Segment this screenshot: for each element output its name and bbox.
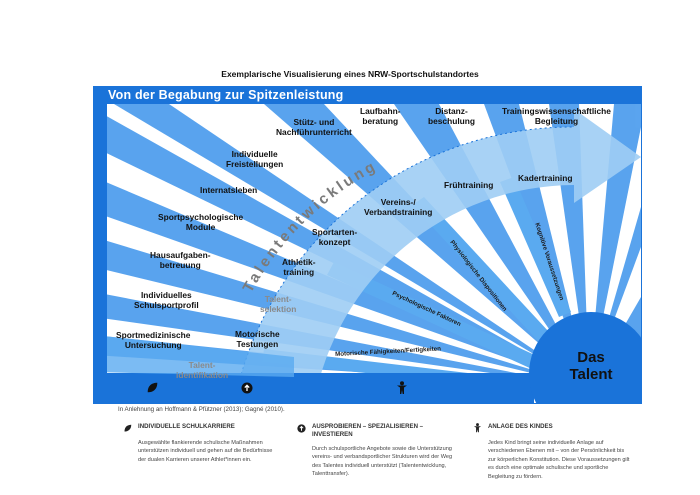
diagram-header: Von der Begabung zur Spitzenleistung: [94, 87, 641, 104]
arrow-edge: [233, 126, 575, 403]
stage-talentselektion: Talent- selektion: [260, 294, 297, 314]
legend-column-3: ANLAGE DES KINDES Jedes Kind bringt sein…: [472, 423, 630, 481]
diagram-panel: Talententwicklung Von der Begabung zur S…: [93, 86, 642, 404]
stage-sportartenkonzept: Sportarten- konzept: [312, 227, 358, 247]
talent-text: Das Talent: [569, 349, 613, 383]
labelled-rays: [262, 177, 571, 392]
leaf-icon: [122, 423, 132, 433]
label-stuetz: Stütz- und Nachführunterricht: [276, 117, 352, 137]
legend-title-1: INDIVIDUELLE SCHULKARRIERE: [138, 423, 235, 430]
diagram-graphic: Talententwicklung: [94, 104, 641, 403]
label-distanz: Distanz- beschulung: [428, 106, 475, 126]
legend-text-2: Durch schulsportliche Angebote sowie die…: [312, 446, 453, 478]
legend-text-1: Ausgewählte flankierende schulische Maßn…: [138, 440, 273, 463]
legend-title-2: AUSPROBIEREN – SPEZIALISIEREN – INVESTIE…: [312, 423, 424, 438]
legend-text-3: Jedes Kind bringt seine individuelle Anl…: [488, 440, 630, 480]
label-sportpsych: Sportpsychologische Module: [158, 212, 244, 232]
stage-vereinstraining: Vereins-/ Verbandstraining: [364, 197, 433, 217]
legend-title-3: ANLAGE DES KINDES: [488, 423, 553, 430]
ray-bottom-left: [94, 335, 294, 377]
stage-motorische-testungen: Motorische Testungen: [235, 329, 280, 349]
stage-fruehtraining: Frühtraining: [444, 180, 494, 190]
stage-talentidentifikation: Talent- identifikation: [176, 360, 229, 380]
label-schulsportprofil: Individuelles Schulsportprofil: [134, 290, 199, 310]
ray-4: [94, 292, 589, 387]
label-laufbahn: Laufbahn- beratung: [360, 106, 401, 126]
leaf-icon: [146, 382, 160, 396]
person-icon: [396, 381, 410, 395]
development-arrow: [234, 109, 641, 403]
talent-label: Das Talent: [546, 349, 636, 383]
arrow-up-circle-icon: [296, 423, 306, 433]
source-credit: In Anlehnung an Hoffmann & Pfützner (201…: [118, 406, 285, 413]
ray-7: [264, 104, 589, 387]
stage-kadertraining: Kadertraining: [518, 173, 573, 183]
label-sportmed: Sportmedizinische Untersuchung: [116, 330, 191, 350]
label-internat: Internatsleben: [200, 185, 258, 195]
legend-column-1: INDIVIDUELLE SCHULKARRIERE Ausgewählte f…: [122, 423, 280, 464]
diagram-title: Von der Begabung zur Spitzenleistung: [108, 88, 344, 102]
arrow-up-circle-icon: [241, 382, 255, 396]
label-freistellungen: Individuelle Freistellungen: [226, 149, 284, 169]
legend-column-2: AUSPROBIEREN – SPEZIALISIEREN – INVESTIE…: [296, 423, 454, 479]
ray-kognitiv: [500, 177, 571, 317]
label-trainingswiss: Trainingswissenschaftliche Begleitung: [502, 106, 611, 126]
page-title: Exemplarische Visualisierung eines NRW-S…: [221, 69, 479, 79]
ray-physiologisch: [412, 197, 549, 342]
ray-psychologisch: [327, 262, 539, 370]
label-hausaufgaben: Hausaufgaben- betreuung: [150, 250, 211, 270]
stage-athletiktraining: Athletik- training: [282, 257, 316, 277]
bottom-bar: [94, 373, 534, 403]
left-strip: [94, 104, 107, 403]
talent-circle: [529, 312, 641, 403]
person-icon: [472, 423, 482, 433]
